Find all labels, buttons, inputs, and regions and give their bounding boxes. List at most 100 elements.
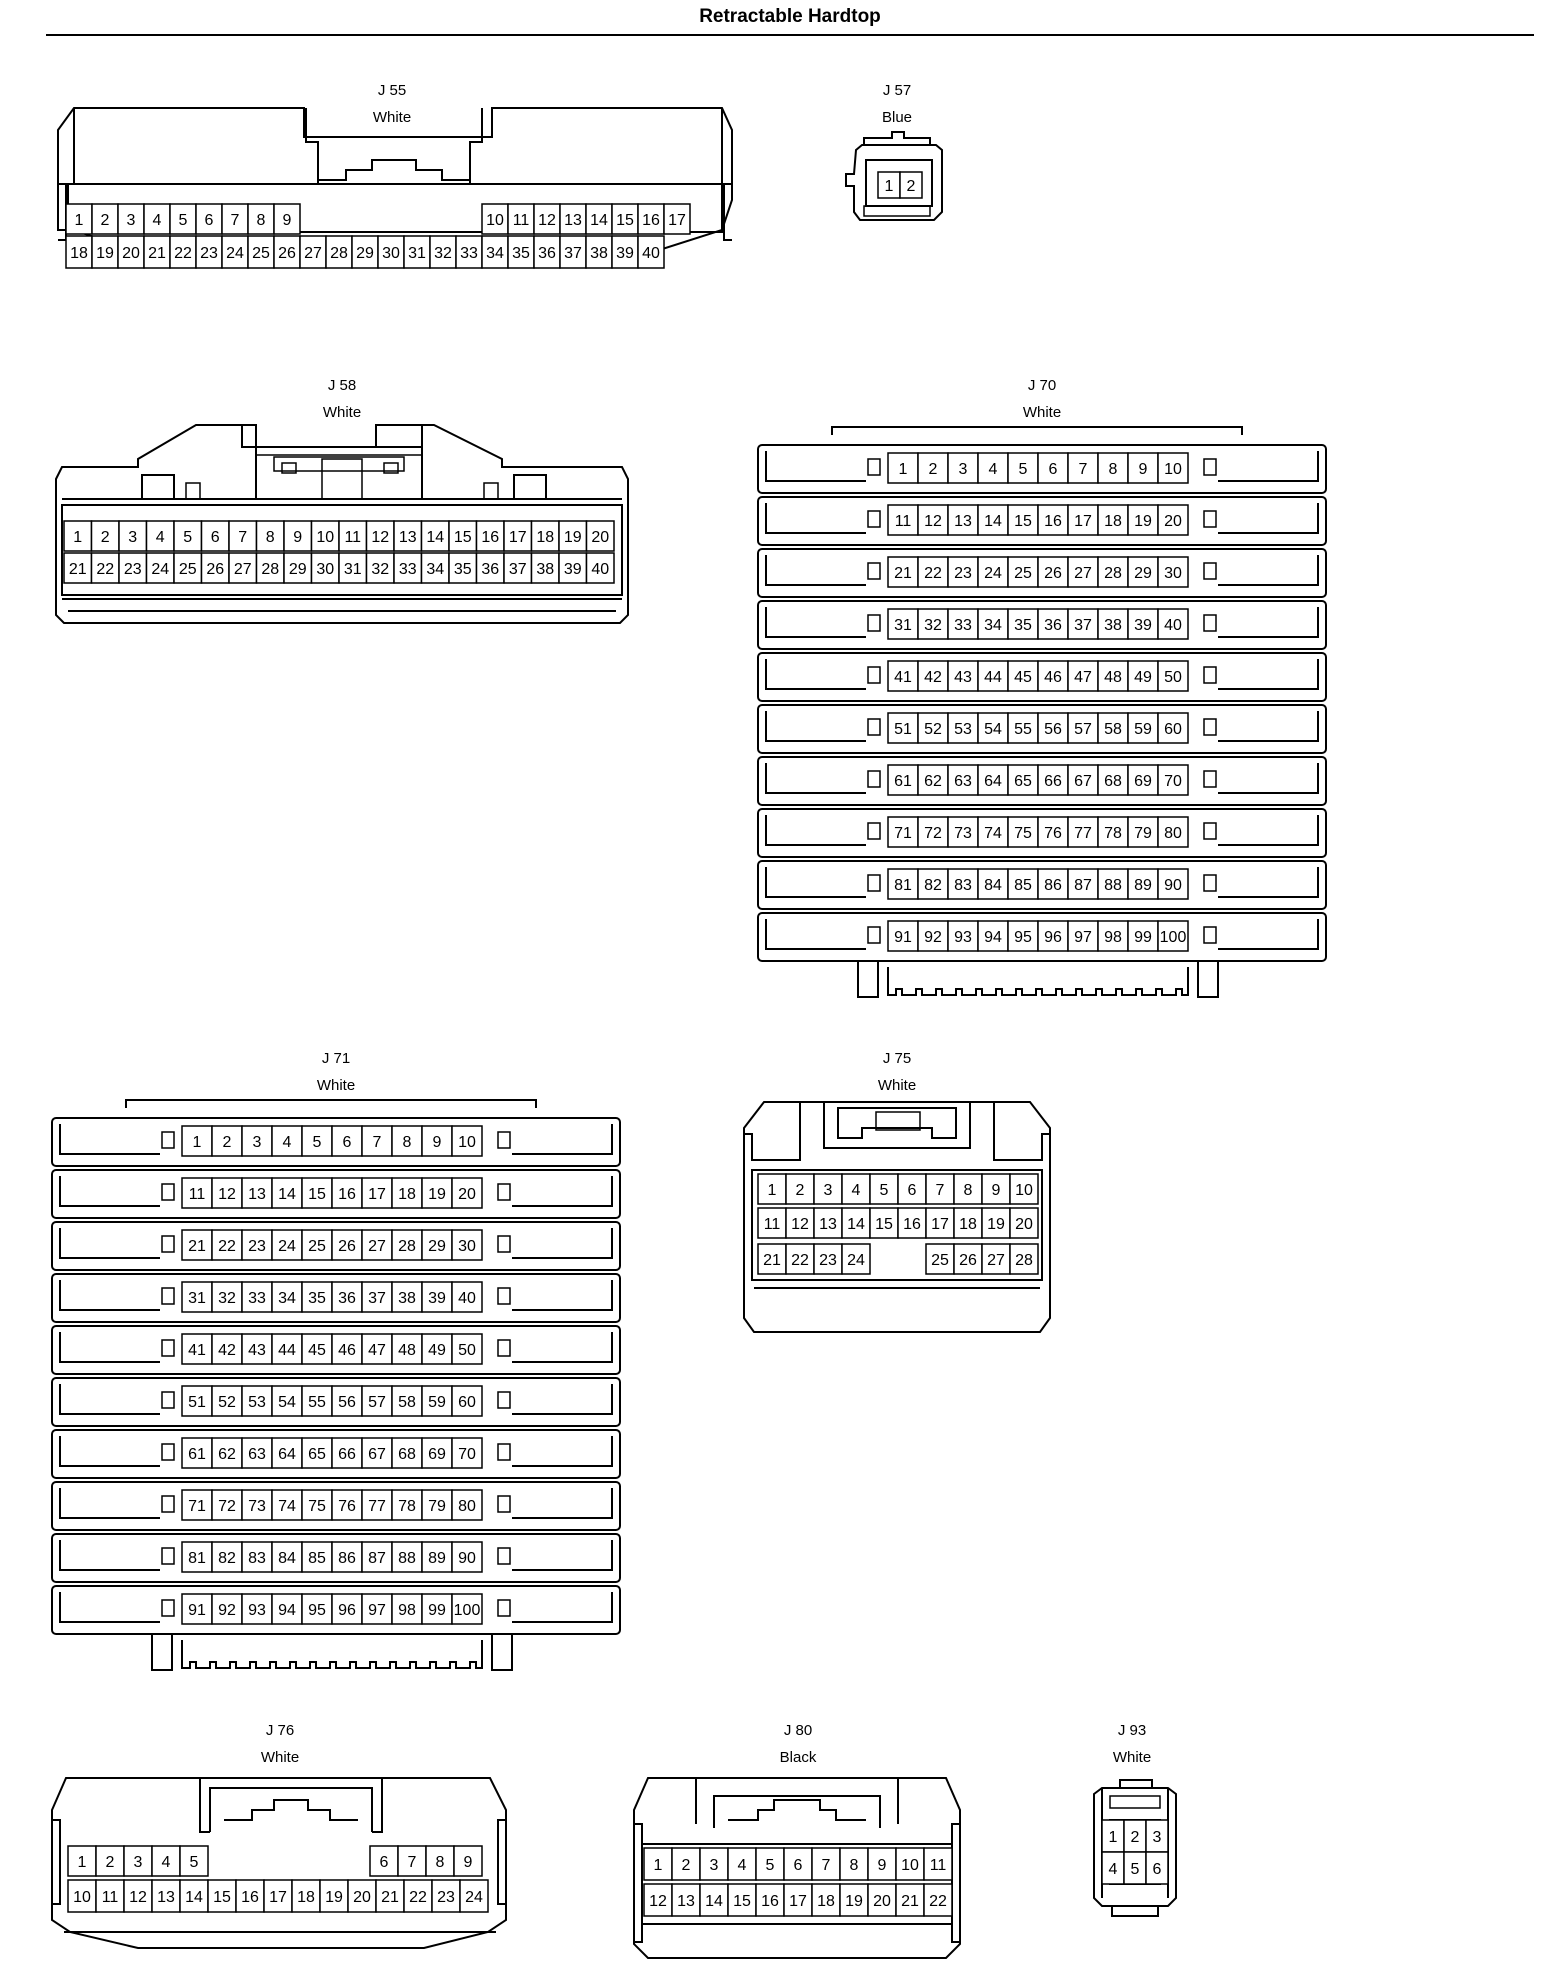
pin-number: 85 [308,1550,326,1567]
pin-cell [1067,608,1099,640]
pin-cell [181,1281,213,1313]
pin-cell [95,1879,125,1913]
pin-cell [181,1489,213,1521]
pin-number: 10 [1015,1182,1033,1199]
pin-number: 20 [591,529,609,546]
row-key [867,874,881,892]
pin-cell [181,1385,213,1417]
pin-number: 24 [278,1238,296,1255]
pin-cell [361,1385,393,1417]
housing-part [744,1102,801,1161]
pin-number: 8 [266,529,275,546]
pin-cell [1007,660,1039,692]
pin-cell [925,1207,955,1239]
pin-number: 67 [368,1446,386,1463]
pin-cell [785,1243,815,1275]
pin-cell [63,520,93,552]
housing-part [1109,1795,1161,1809]
housing-outline [125,1099,537,1108]
pin-number: 4 [156,529,165,546]
pin-number: 15 [733,1893,751,1910]
row-housing [1218,555,1319,586]
pin-number: 37 [564,245,582,262]
pin-cell [283,552,313,584]
pin-number: 4 [738,1857,747,1874]
pin-number: 95 [308,1602,326,1619]
pin-number: 15 [213,1889,231,1906]
row-housing [757,808,1327,858]
pin-number: 3 [127,212,136,229]
pin-cell [90,520,120,552]
pin-cell [221,203,249,235]
connector-color: White [1022,404,1062,421]
pin-number: 26 [959,1252,977,1269]
housing-part [497,1819,506,1905]
pin-number: 74 [984,825,1002,842]
pin-cell [1157,868,1189,900]
pin-cell [331,1177,363,1209]
pin-number: 62 [218,1446,236,1463]
pin-number: 43 [954,669,972,686]
pin-cell [785,1173,815,1205]
connector-color: Blue [881,109,913,126]
pin-number: 5 [190,1854,199,1871]
pin-cell [228,552,258,584]
pin-number: 97 [368,1602,386,1619]
pin-number: 52 [218,1394,236,1411]
pin-cell [361,1229,393,1261]
pin-cell [887,868,919,900]
pin-number: 23 [248,1238,266,1255]
row-key [497,1495,511,1513]
row-housing [59,1228,160,1259]
pin-number: 37 [1074,617,1092,634]
pin-cell [241,1125,273,1157]
pin-number: 71 [894,825,912,842]
latch-outline [383,462,399,474]
pin-number: 93 [954,929,972,946]
pin-number: 22 [218,1238,236,1255]
pin-number: 35 [1014,617,1032,634]
row-housing [1218,711,1319,742]
pin-number: 84 [278,1550,296,1567]
pin-number: 42 [924,669,942,686]
latch-outline [281,462,297,474]
pin-number: 70 [1164,773,1182,790]
pin-number: 18 [817,1893,835,1910]
pin-number: 1 [193,1134,202,1151]
row-housing [757,756,1327,806]
row-housing [765,711,866,742]
pin-cell [947,504,979,536]
pin-cell [1157,452,1189,484]
pin-cell [283,520,313,552]
row-key [161,1547,175,1565]
pin-number: 4 [1109,1861,1118,1878]
pin-cell [271,1333,303,1365]
pin-number: 77 [368,1498,386,1515]
pin-number: 12 [791,1216,809,1233]
pin-number: 13 [819,1216,837,1233]
pin-cell [925,1243,955,1275]
pin-cell [699,1883,729,1917]
pin-number: 11 [764,1216,781,1233]
pin-number: 12 [924,513,942,530]
pin-number: 23 [200,245,218,262]
pin-number: 15 [1014,513,1032,530]
pin-cell [181,1593,213,1625]
pin-number: 48 [398,1342,416,1359]
pin-cell [361,1541,393,1573]
pin-cell [699,1847,729,1881]
pin-number: 15 [454,529,472,546]
pin-cell [331,1125,363,1157]
pin-number: 24 [151,561,169,578]
pin-cell [67,1879,97,1913]
pin-number: 35 [454,561,472,578]
pin-cell [211,1541,243,1573]
pin-cell [181,1125,213,1157]
pin-number: 61 [894,773,912,790]
pin-number: 92 [924,929,942,946]
pin-number: 82 [924,877,942,894]
